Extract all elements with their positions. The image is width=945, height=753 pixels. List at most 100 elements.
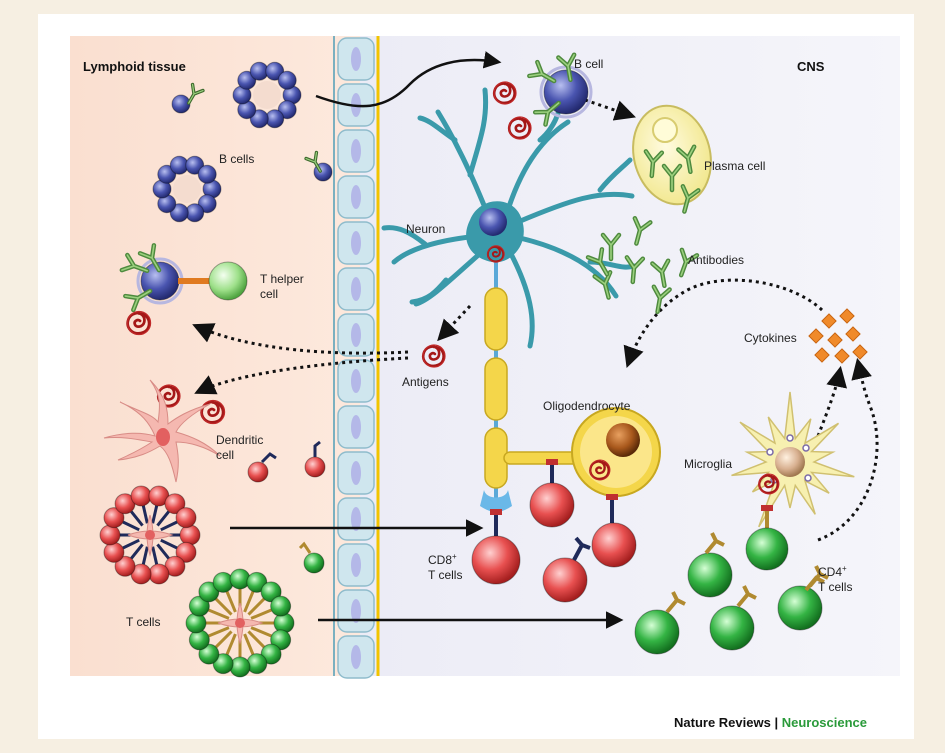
microglia	[731, 391, 855, 528]
microglia-granule	[804, 474, 812, 482]
tcr-link	[225, 633, 237, 655]
antibody	[187, 82, 205, 105]
endothelial-nucleus	[351, 47, 361, 71]
label-dendritic-cell: cell	[216, 448, 234, 462]
endothelial-cells	[337, 37, 375, 679]
antibody	[304, 150, 322, 173]
label-antigens: Antigens	[402, 375, 449, 389]
antibody	[661, 163, 683, 193]
label-dendritic: Dendritic	[216, 433, 263, 447]
endothelial-nucleus	[351, 507, 361, 531]
rosette-cell	[103, 507, 125, 529]
tcr-link	[214, 630, 233, 649]
antibody	[651, 284, 672, 315]
label-lymphoid-tissue: Lymphoid tissue	[83, 59, 186, 74]
label-microglia: Microglia	[684, 457, 732, 471]
dendritic-cell	[103, 379, 221, 483]
arrow-neuron-to-antigen	[437, 304, 472, 342]
tcr-link	[122, 520, 140, 532]
tcr-link	[160, 538, 178, 550]
rosette-cell	[175, 507, 197, 529]
arrow-antigen-to-bcell	[192, 323, 409, 355]
arrow-bcell-migration	[315, 51, 502, 108]
cytokine	[852, 344, 868, 360]
rosette-cell	[188, 595, 210, 617]
label-cytokines: Cytokines	[744, 331, 797, 345]
antibody	[527, 59, 557, 84]
tcr-link	[156, 510, 170, 527]
label-t-helper-cell: cell	[260, 287, 278, 301]
tcr-link	[160, 520, 178, 532]
antibody	[624, 255, 646, 285]
antigen	[507, 116, 532, 140]
tcr	[572, 536, 591, 561]
rosette-cell	[265, 61, 285, 81]
label-cd4: CD4+	[818, 564, 847, 579]
antibody	[676, 144, 697, 175]
cd4-t-cell	[745, 527, 789, 571]
antigen	[589, 459, 611, 481]
arrow-cd4-to-cytokines	[817, 357, 879, 542]
cd4-t-cell	[777, 585, 823, 631]
tcr	[260, 452, 277, 464]
tcr-link	[247, 597, 266, 616]
arrow-microglia-to-cytokines	[816, 365, 847, 437]
rosette-cell	[164, 493, 186, 515]
rosette-cell	[198, 581, 220, 603]
endothelial-nucleus	[351, 231, 361, 255]
cd4-t-cell	[687, 552, 733, 598]
cytokine	[808, 328, 824, 344]
rosette-cell	[270, 629, 292, 651]
endothelial-nucleus	[351, 369, 361, 393]
cd4-t-cell	[634, 609, 680, 655]
rosette-cell	[277, 100, 297, 120]
mhc-complex	[490, 509, 502, 515]
tcr-link	[208, 626, 230, 638]
endothelial-nucleus	[351, 461, 361, 485]
mhc-complex	[606, 494, 618, 500]
cd8-t-cell	[529, 482, 575, 528]
label-neuron: Neuron	[406, 222, 445, 236]
rosette-cell	[212, 653, 234, 675]
rosette-cell	[130, 485, 152, 507]
label-antibodies: Antibodies	[688, 253, 744, 267]
endothelial-nucleus	[351, 277, 361, 301]
antigen	[486, 245, 505, 263]
antigen	[421, 344, 446, 368]
rosette-cell	[277, 70, 297, 90]
tcr-link	[247, 630, 266, 649]
tcr-link	[225, 591, 237, 613]
cd4-t-cell-small	[303, 552, 325, 574]
plasma-cell	[632, 104, 712, 206]
endothelial-nucleus	[351, 139, 361, 163]
t-helper-cell	[208, 261, 248, 301]
cytokine	[814, 347, 830, 363]
arrow-antigen-to-dendritic	[194, 356, 409, 395]
tcr	[665, 591, 686, 614]
antigen	[126, 310, 152, 336]
barrier-wall	[333, 36, 380, 679]
cytokine	[821, 313, 837, 329]
cd8-t-cell-rosette	[99, 485, 201, 585]
tcr	[313, 440, 321, 457]
antibody	[643, 149, 665, 179]
antibody	[123, 288, 153, 313]
antibody	[556, 52, 577, 83]
label-b-cells: B cells	[219, 152, 254, 166]
endothelial-nucleus	[351, 415, 361, 439]
microglia-granule	[786, 434, 794, 442]
rosette-cell	[185, 155, 205, 175]
myelin-segment	[484, 287, 508, 351]
tcr-link	[243, 633, 255, 655]
cd8-t-cell-small	[304, 456, 326, 478]
rosette-cell	[260, 643, 282, 665]
oligodendrocyte	[503, 407, 661, 497]
rosette-cell	[175, 541, 197, 563]
antibody	[137, 243, 162, 273]
rosette-dendritic-nucleus	[235, 618, 245, 628]
rosette-cell	[270, 595, 292, 617]
tcr	[704, 532, 725, 555]
tcr-link	[141, 505, 149, 524]
arrows	[192, 51, 879, 629]
footer-credit: Nature Reviews | Neuroscience	[674, 715, 867, 730]
